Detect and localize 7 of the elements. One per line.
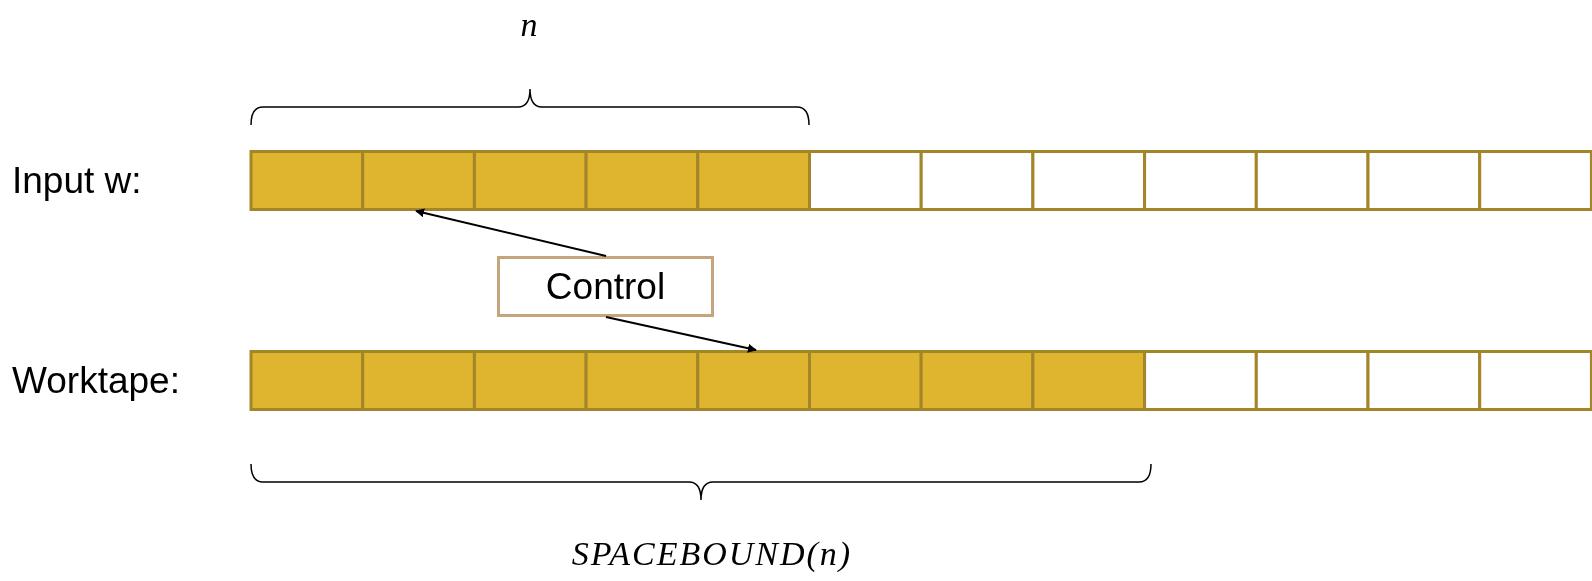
arrow	[415, 208, 607, 257]
math-label: n	[520, 8, 540, 42]
arrow	[605, 316, 757, 353]
row-label: Input w:	[12, 161, 142, 199]
row-label: Worktape:	[12, 361, 180, 399]
control-box: Control	[497, 256, 714, 317]
math-label: SPACEBOUND(n)	[571, 537, 853, 571]
